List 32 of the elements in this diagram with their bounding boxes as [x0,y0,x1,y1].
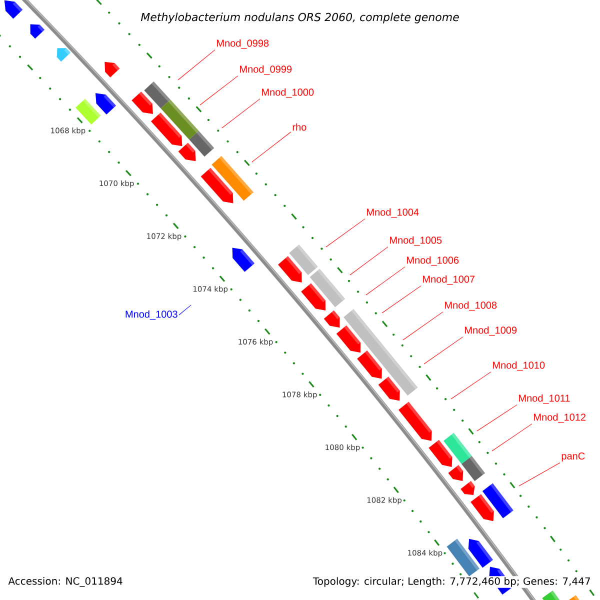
gene-label: Mnod_1011 [519,394,570,404]
gene-label: Mnod_0998 [217,39,269,49]
leader-line [450,372,492,400]
leader-line [492,424,532,452]
leader-line [366,266,406,296]
gene-label: Mnod_1010 [493,361,545,371]
gene-label: Mnod_1009 [465,326,517,336]
gene-label: Mnod_1012 [534,413,586,423]
gene-label: panC [562,452,585,462]
gene-label: Mnod_0999 [240,65,292,75]
gene-label: Mnod_1005 [390,236,442,246]
gene-label: Mnod_1006 [407,256,459,266]
gene-label: Mnod_1003 [126,310,178,320]
leader-line [200,76,238,106]
leader-line [402,312,444,340]
leader-line [476,404,518,432]
leader-line [518,462,560,486]
leader-line [424,336,464,364]
leader-line [178,50,216,80]
leader-line [252,132,292,162]
gene-label: Mnod_1000 [262,88,314,98]
leader-line [382,286,422,314]
leader-line [178,304,192,316]
leader-line [222,98,260,128]
gene-label: Mnod_1008 [445,301,497,311]
gene-label: rho [292,123,306,131]
leader-line [350,246,388,276]
footer-text: Accession: NC_011894 [8,577,122,587]
title: Methylobacterium nodulans ORS 2060, complete genome [140,12,459,24]
gene-label: Mnod_1007 [423,275,475,285]
leader-line [326,218,366,248]
gene-label: Mnod_1004 [367,208,419,218]
